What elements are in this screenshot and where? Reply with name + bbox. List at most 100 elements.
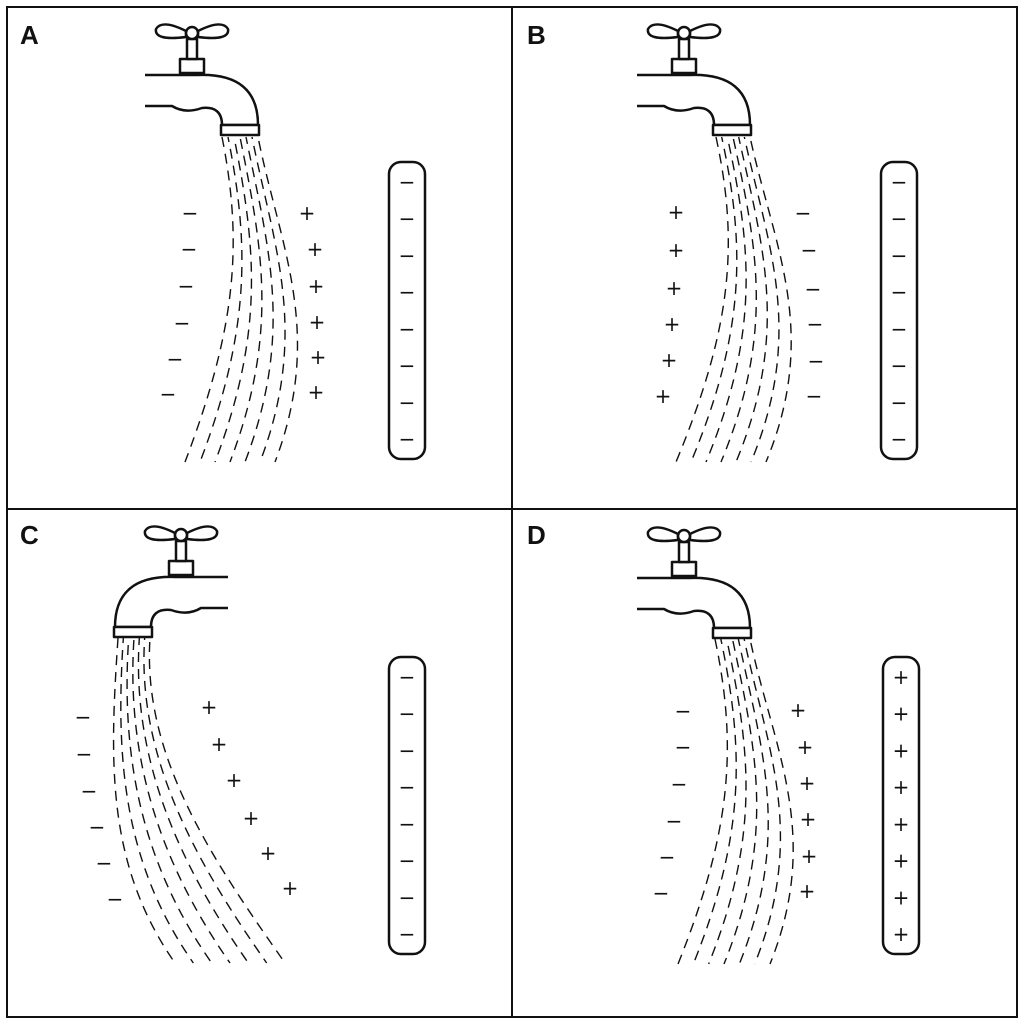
positive-charge: +: [668, 200, 685, 224]
rod-positive-charge: +: [893, 665, 910, 689]
rod-negative-charge: −: [891, 207, 908, 231]
rod-negative-charge: −: [891, 317, 908, 341]
panel-b: B++++++−−−−−−−−−−−−−−: [527, 20, 919, 463]
positive-charge: +: [664, 312, 681, 336]
water-stream: [184, 136, 299, 463]
negative-charge: −: [167, 347, 184, 371]
negative-charge: −: [666, 809, 683, 833]
rod-negative-charge: −: [399, 243, 416, 267]
panel-label: D: [527, 520, 546, 550]
negative-charge: −: [75, 705, 92, 729]
rod-negative-charge: −: [399, 354, 416, 378]
rod-negative-charge: −: [399, 812, 416, 836]
positive-charge: +: [307, 237, 324, 261]
rod-negative-charge: −: [891, 170, 908, 194]
positive-charge: +: [790, 698, 807, 722]
negative-charge: −: [178, 274, 195, 298]
water-stream: [112, 637, 286, 964]
left-charges: + + + + + +: [655, 200, 685, 408]
faucet-icon: [637, 526, 753, 640]
rod-positive-charge: +: [893, 812, 910, 836]
negative-charge: −: [181, 237, 198, 261]
rod-negative-charge: −: [399, 775, 416, 799]
panel-c: C−−−−−−++++++−−−−−−−−: [20, 520, 427, 964]
rod-negative-charge: −: [891, 354, 908, 378]
positive-charge: +: [797, 735, 814, 759]
rod-positive-charge: +: [893, 922, 910, 946]
negative-charge: −: [81, 779, 98, 803]
rod-negative-charge: −: [891, 243, 908, 267]
panel-label: B: [527, 20, 546, 50]
right-charges: + + + + + +: [299, 201, 327, 404]
negative-charge: −: [76, 742, 93, 766]
panel-label: A: [20, 20, 39, 50]
negative-charge: −: [107, 887, 124, 911]
positive-charge: +: [655, 384, 672, 408]
positive-charge: +: [308, 274, 325, 298]
rod-positive-charge: +: [893, 849, 910, 873]
water-stream: [675, 136, 792, 463]
positive-charge: +: [668, 238, 685, 262]
faucet-icon: [112, 525, 228, 639]
rod-positive-charge: +: [893, 738, 910, 762]
rod-outline: [879, 160, 919, 461]
positive-charge: +: [310, 345, 327, 369]
left-charges: − − − − − −: [75, 705, 124, 911]
panel-a: A−−−−−−++++++−−−−−−−−: [20, 20, 427, 463]
negative-charge: −: [675, 735, 692, 759]
rod-negative-charge: −: [399, 738, 416, 762]
grid-frame: [6, 6, 1018, 1018]
rod-negative-charge: −: [399, 702, 416, 726]
panel-label: C: [20, 520, 39, 550]
rod-negative-charge: −: [399, 849, 416, 873]
rod-negative-charge: −: [399, 922, 416, 946]
rod-positive-charge: +: [893, 702, 910, 726]
charged-rod: − − − − − − − −: [879, 160, 919, 461]
right-charges: ++++++: [790, 698, 818, 903]
rod-positive-charge: +: [893, 775, 910, 799]
panel-d: D−−−−−−++++++++++++++: [527, 520, 921, 965]
positive-charge: +: [800, 807, 817, 831]
rod-negative-charge: −: [399, 390, 416, 414]
positive-charge: +: [666, 276, 683, 300]
faucet-icon: [145, 23, 261, 137]
rod-positive-charge: +: [893, 885, 910, 909]
positive-charge: +: [308, 380, 325, 404]
positive-charge: +: [299, 201, 316, 225]
rod-negative-charge: −: [399, 280, 416, 304]
left-charges: −−−−−−: [653, 699, 692, 905]
positive-charge: +: [799, 879, 816, 903]
charged-rod: −−−−−−−−: [387, 655, 427, 956]
positive-charge: +: [799, 771, 816, 795]
negative-charge: −: [806, 384, 823, 408]
positive-charge: +: [260, 841, 277, 865]
negative-charge: −: [89, 815, 106, 839]
rod-outline: [387, 655, 427, 956]
negative-charge: −: [182, 201, 199, 225]
rod-negative-charge: −: [399, 317, 416, 341]
rod-negative-charge: −: [891, 427, 908, 451]
charged-rod: −−−−−−−−: [387, 160, 427, 461]
negative-charge: −: [659, 845, 676, 869]
faucet-icon: [637, 23, 753, 137]
negative-charge: −: [96, 851, 113, 875]
rod-negative-charge: −: [891, 390, 908, 414]
negative-charge: −: [808, 349, 825, 373]
negative-charge: −: [160, 382, 177, 406]
rod-outline: [387, 160, 427, 461]
positive-charge: +: [211, 732, 228, 756]
right-charges: −−−−−−: [795, 201, 825, 408]
rod-negative-charge: −: [891, 280, 908, 304]
negative-charge: −: [174, 311, 191, 335]
charged-rod: + + + + + + + +: [881, 655, 921, 956]
negative-charge: −: [671, 772, 688, 796]
rod-negative-charge: −: [399, 207, 416, 231]
negative-charge: −: [675, 699, 692, 723]
positive-charge: +: [243, 806, 260, 830]
rod-outline: [881, 655, 921, 956]
positive-charge: +: [661, 348, 678, 372]
positive-charge: +: [309, 310, 326, 334]
positive-charge: +: [282, 876, 299, 900]
right-charges: ++++++: [201, 695, 299, 900]
